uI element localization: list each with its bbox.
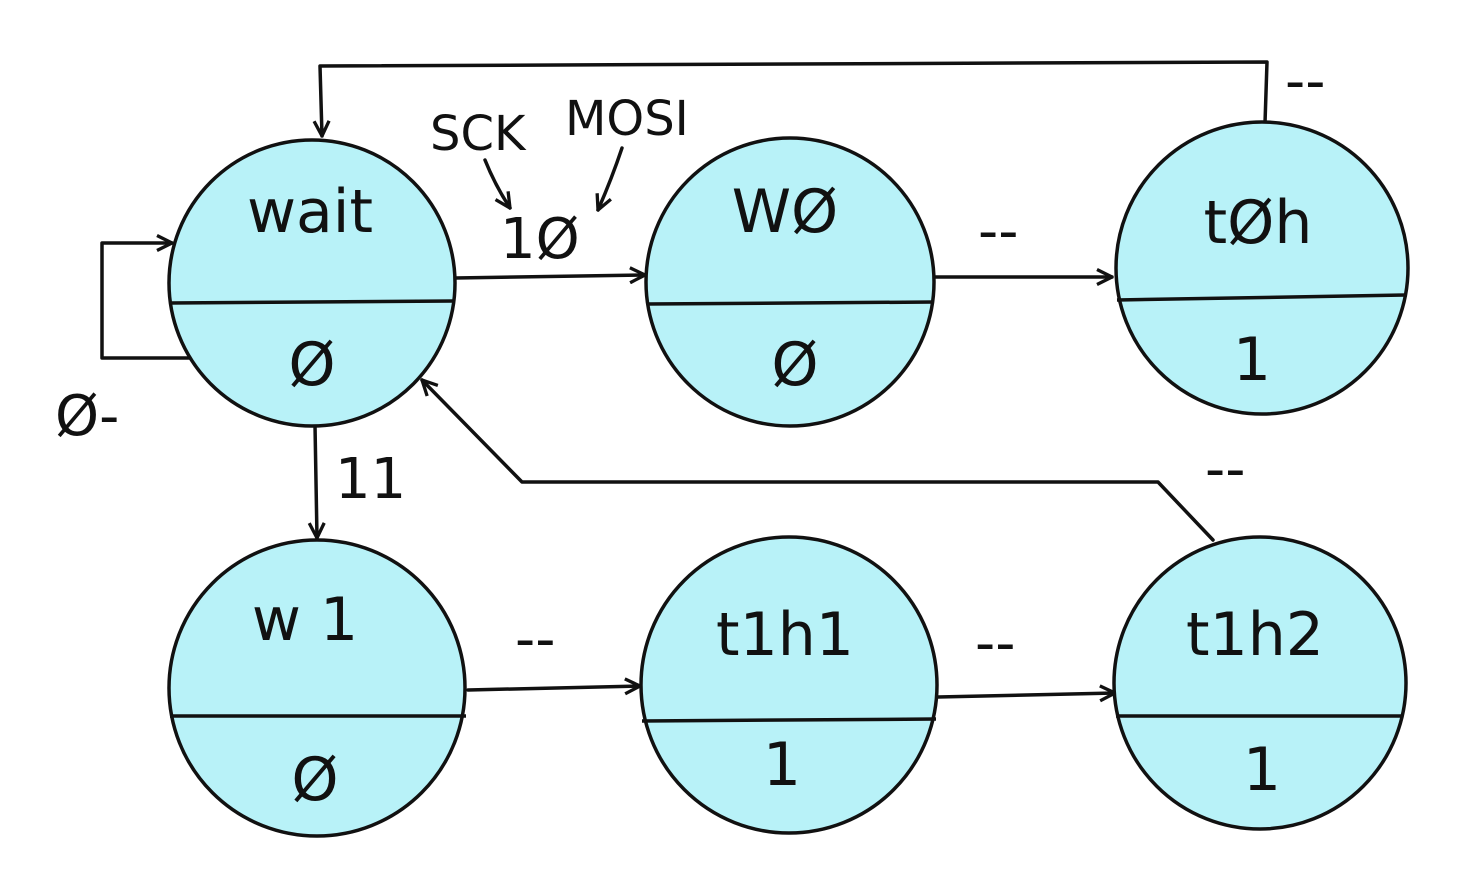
state-w1: w 1 Ø [167, 538, 467, 838]
state-output-t1h1: 1 [763, 730, 801, 800]
transition-edges [100, 60, 1269, 697]
edge-t0h-wait [320, 60, 1269, 136]
state-name-wait: wait [247, 177, 373, 247]
label-w0-t0h: -- [978, 199, 1018, 264]
label-wait-w0: 1Ø [500, 207, 580, 272]
state-name-t1h2: t1h2 [1186, 600, 1324, 670]
state-t1h2: t1h2 1 [1112, 535, 1408, 831]
label-w1-t1h1: -- [515, 607, 555, 672]
edge-t1h1-t1h2 [936, 693, 1117, 697]
state-wait: wait Ø [167, 138, 457, 428]
state-output-t1h2: 1 [1243, 735, 1281, 805]
signal-labels: SCK MOSI [430, 91, 689, 162]
label-wait-w1: 11 [335, 447, 406, 512]
state-t1h1: t1h1 1 [639, 535, 939, 835]
edge-wait-w1 [315, 423, 317, 540]
state-t0h: tØh 1 [1114, 120, 1410, 416]
label-t0h-wait: -- [1285, 49, 1325, 114]
label-t1h1-t1h2: -- [975, 611, 1015, 676]
mosi-pointer-arrow [598, 146, 624, 210]
state-name-t0h: tØh [1204, 188, 1313, 258]
state-name-t1h1: t1h1 [716, 600, 854, 670]
state-name-w0: WØ [732, 177, 839, 247]
state-w0: WØ Ø [644, 136, 936, 428]
edge-w1-t1h1 [466, 686, 642, 690]
state-name-w1: w 1 [252, 585, 358, 655]
sck-pointer-arrow [483, 158, 510, 208]
edge-wait-w0 [453, 275, 647, 278]
label-wait-self: Ø- [55, 384, 119, 449]
signal-mosi-label: MOSI [565, 91, 689, 147]
signal-sck-label: SCK [430, 106, 527, 162]
state-output-w1: Ø [291, 745, 338, 815]
state-output-w0: Ø [771, 330, 818, 400]
state-output-wait: Ø [288, 330, 335, 400]
transition-labels: Ø- 1Ø -- -- 11 -- -- -- [55, 49, 1325, 676]
edge-wait-self [100, 243, 194, 360]
state-output-t0h: 1 [1233, 325, 1271, 395]
label-t1h2-wait: -- [1205, 437, 1245, 502]
edge-t1h2-wait [422, 380, 1215, 542]
